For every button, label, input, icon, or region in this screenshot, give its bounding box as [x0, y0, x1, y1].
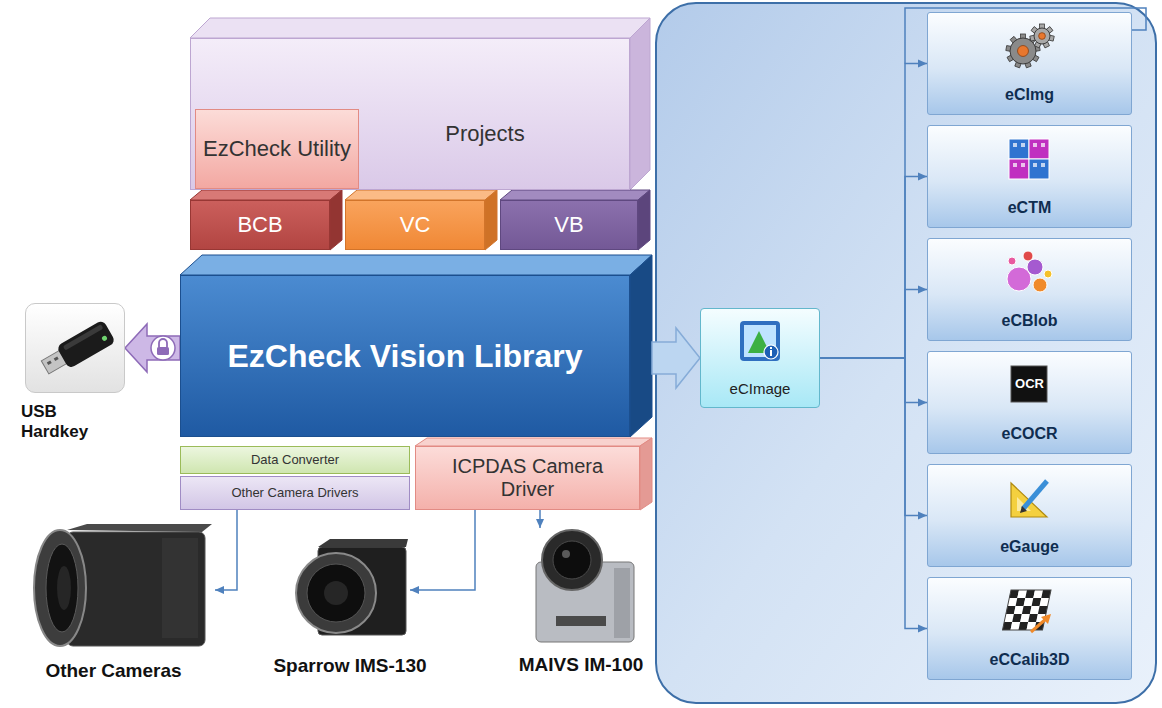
- tm-icon: [1001, 134, 1057, 184]
- module-box: eCOCR OCR: [927, 351, 1132, 454]
- block-side: [640, 438, 652, 510]
- node-label: Projects: [445, 121, 524, 146]
- connector: [539, 510, 541, 528]
- usb-icon: [26, 304, 126, 394]
- node-label: VB: [554, 212, 583, 237]
- language-block: VC: [345, 200, 485, 250]
- gauge-icon: [1001, 473, 1057, 523]
- block-side: [630, 255, 652, 437]
- block-top: [190, 18, 650, 38]
- node-caption: USB Hardkey: [21, 402, 101, 441]
- calib-icon: [1001, 586, 1057, 636]
- connector: [820, 177, 927, 359]
- node-label: eCCalib3D: [989, 651, 1069, 669]
- language-block: VB: [500, 200, 638, 250]
- node-label: eCImg: [1005, 86, 1054, 104]
- node-caption: MAIVS IM-100: [519, 654, 644, 676]
- block-face: [345, 190, 497, 250]
- camera-picture: Sparrow IMS-130: [290, 535, 410, 645]
- block-side: [638, 190, 650, 250]
- node-label: Data Converter: [251, 453, 339, 468]
- library-block: EzCheck Vision Library: [180, 275, 630, 437]
- icon-text: OCR: [928, 376, 1131, 392]
- projects-block: ProjectsEzCheck Utility: [190, 38, 630, 190]
- block-face: [190, 18, 650, 190]
- lock-symbol: [151, 336, 175, 360]
- block-face: [180, 255, 652, 437]
- utility-box: EzCheck Utility: [195, 109, 359, 189]
- connector: [820, 358, 927, 629]
- node-label: Other Camera Drivers: [231, 486, 358, 501]
- driver-block: ICPDAS Camera Driver: [415, 446, 640, 510]
- camera-picture: MAIVS IM-100: [522, 528, 640, 644]
- block-side: [630, 18, 650, 190]
- module-box: eCCalib3D: [927, 577, 1132, 680]
- node-label: EzCheck Utility: [203, 136, 351, 161]
- block-top: [180, 255, 652, 275]
- node-label: ICPDAS Camera Driver: [443, 455, 613, 501]
- connector: [820, 358, 927, 516]
- module-box: eCTM: [927, 125, 1132, 228]
- block-face: [415, 438, 652, 510]
- block-arrow: [125, 324, 180, 372]
- node-label: eGauge: [1000, 538, 1059, 556]
- connector: [820, 64, 927, 359]
- node-label: eCImage: [730, 380, 791, 397]
- node-label: eCBlob: [1002, 312, 1058, 330]
- connector: [820, 290, 927, 359]
- camC-icon: [522, 528, 640, 644]
- blob-icon: [1001, 247, 1057, 297]
- connector: [215, 510, 237, 590]
- node-caption: Other Cameras: [45, 660, 181, 682]
- block-top: [500, 190, 650, 200]
- block-top: [415, 438, 652, 446]
- module-box: eCBlob: [927, 238, 1132, 341]
- block-side: [485, 190, 497, 250]
- module-box: eCImg: [927, 12, 1132, 115]
- block-arrow: [652, 328, 700, 388]
- camera-picture: Other Cameras: [12, 522, 215, 650]
- driver-bar: Data Converter: [180, 446, 410, 474]
- block-faces: [180, 18, 652, 510]
- node-label: BCB: [237, 212, 282, 237]
- driver-bar: Other Camera Drivers: [180, 476, 410, 510]
- hardkey-box: USB Hardkey: [25, 303, 125, 393]
- node-label: eCTM: [1008, 199, 1052, 217]
- img-icon: [738, 319, 782, 363]
- gears-icon: [1001, 21, 1057, 71]
- node-caption: Sparrow IMS-130: [273, 655, 426, 677]
- connector: [820, 358, 927, 403]
- node-label: eCOCR: [1001, 425, 1057, 443]
- image-box: eCImage: [700, 308, 820, 408]
- block-face: [500, 190, 650, 250]
- node-label: EzCheck Vision Library: [227, 338, 582, 375]
- module-panel: [656, 3, 1156, 703]
- block-top: [190, 190, 342, 200]
- block-side: [330, 190, 342, 250]
- camA-icon: [12, 522, 215, 650]
- connector: [410, 510, 475, 590]
- block-face: [190, 190, 342, 250]
- block-top: [345, 190, 497, 200]
- module-box: eGauge: [927, 464, 1132, 567]
- camB-icon: [290, 535, 410, 645]
- node-label: VC: [400, 212, 431, 237]
- language-block: BCB: [190, 200, 330, 250]
